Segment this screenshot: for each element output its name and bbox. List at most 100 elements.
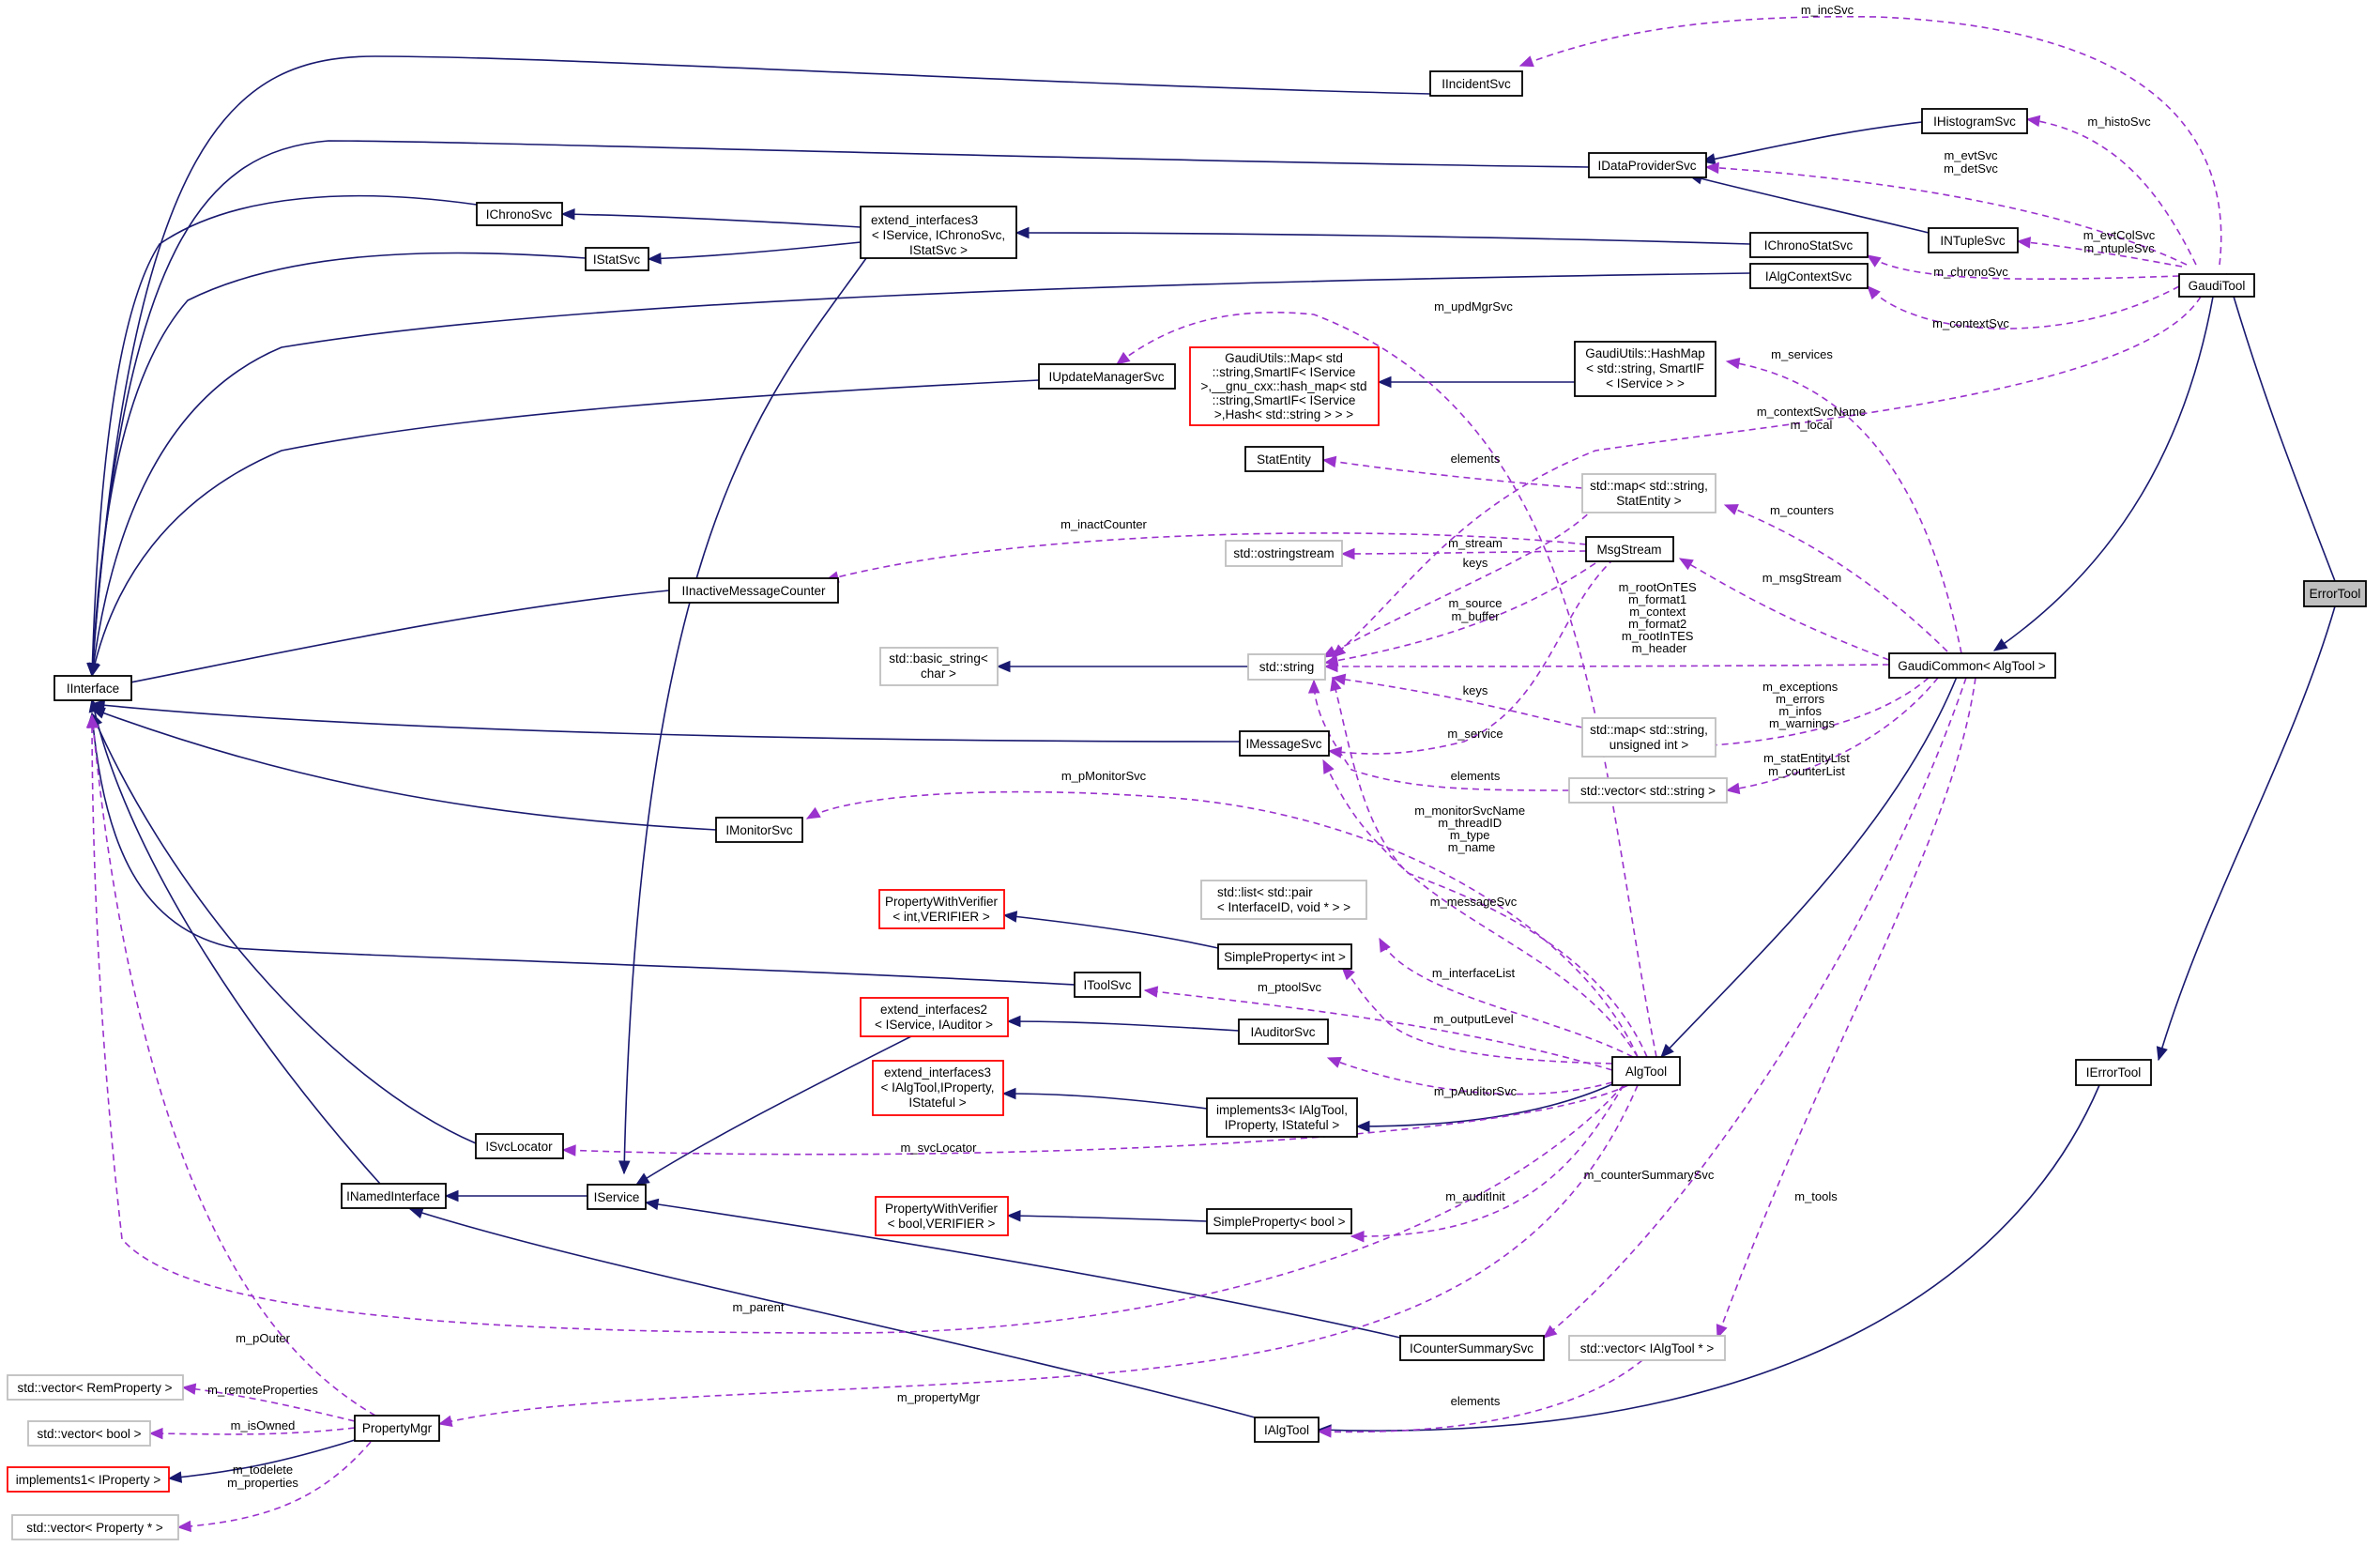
svg-text:extend_interfaces3: extend_interfaces3 <box>871 213 978 227</box>
node-list-pair[interactable]: std::list< std::pair< InterfaceID, void … <box>1200 880 1367 920</box>
node-algtool[interactable]: AlgTool <box>1611 1056 1681 1086</box>
svg-text:IStatSvc >: IStatSvc > <box>909 243 968 257</box>
node-msgstream[interactable]: MsgStream <box>1585 536 1674 562</box>
node-map-uint[interactable]: std::map< std::string,unsigned int > <box>1581 717 1716 758</box>
node-imonitorsvc[interactable]: IMonitorSvc <box>715 817 803 843</box>
node-impl1[interactable]: implements1< IProperty > <box>7 1466 170 1493</box>
node-istatsvc[interactable]: IStatSvc <box>585 247 649 271</box>
edge-m-svclocator <box>561 1084 1629 1156</box>
node-icountersummarysvc[interactable]: ICounterSummarySvc <box>1399 1335 1545 1361</box>
node-stdstring[interactable]: std::string <box>1247 653 1326 681</box>
node-vec-property[interactable]: std::vector< Property * > <box>11 1514 179 1540</box>
label-m-remoteproperties: m_remoteProperties <box>207 1383 318 1397</box>
node-pwv-int[interactable]: PropertyWithVerifier< int,VERIFIER > <box>878 889 1005 929</box>
node-iauditorsvc[interactable]: IAuditorSvc <box>1238 1019 1329 1045</box>
edge-m-parent <box>85 713 1625 1334</box>
edge-errortool-gauditool <box>2224 272 2336 582</box>
svg-text:IInterface: IInterface <box>67 682 119 696</box>
node-basic-string[interactable]: std::basic_string<char > <box>879 647 999 686</box>
label-keys-uint: keys <box>1463 683 1488 697</box>
svg-text:std::list< std::pair: std::list< std::pair <box>1217 885 1313 899</box>
edge-m-isowned <box>148 1427 356 1440</box>
node-gu-map[interactable]: GaudiUtils::Map< std::string,SmartIF< IS… <box>1189 346 1380 426</box>
node-propertymgr[interactable]: PropertyMgr <box>354 1415 440 1442</box>
node-pwv-bool[interactable]: PropertyWithVerifier< bool,VERIFIER > <box>875 1196 1009 1236</box>
node-ierrortool[interactable]: IErrorTool <box>2075 1059 2152 1086</box>
svg-text:std::basic_string<: std::basic_string< <box>889 651 988 666</box>
node-ialgtool[interactable]: IAlgTool <box>1254 1417 1320 1443</box>
node-ostringstream[interactable]: std::ostringstream <box>1225 540 1343 567</box>
node-map-statentity[interactable]: std::map< std::string,StatEntity > <box>1581 473 1716 513</box>
edge-errortool-ierrortool <box>2156 605 2336 1062</box>
edge-gaudicommon-algtool <box>1660 676 1958 1058</box>
node-idataprovidersvc[interactable]: IDataProviderSvc <box>1588 152 1707 178</box>
svg-text:ICounterSummarySvc: ICounterSummarySvc <box>1410 1341 1533 1356</box>
node-itoolsvc[interactable]: IToolSvc <box>1074 972 1141 998</box>
node-ichronosvc[interactable]: IChronoSvc <box>476 202 563 226</box>
edge-intuplesvc-idataprovidersvc <box>1687 173 1930 234</box>
node-vec-remprop[interactable]: std::vector< RemProperty > <box>7 1374 184 1401</box>
node-iinactivemsgcounter[interactable]: IInactiveMessageCounter <box>668 577 839 604</box>
node-errortool[interactable]: ErrorTool <box>2303 580 2367 607</box>
node-vector-ialgtool[interactable]: std::vector< IAlgTool * > <box>1568 1335 1726 1361</box>
node-sp-int[interactable]: SimpleProperty< int > <box>1217 943 1352 970</box>
node-iinterface[interactable]: IInterface <box>53 675 132 701</box>
edge-m-services <box>1725 357 1962 654</box>
svg-text:IProperty, IStateful >: IProperty, IStateful > <box>1225 1118 1340 1132</box>
node-extend2[interactable]: extend_interfaces2< IService, IAuditor > <box>860 997 1009 1037</box>
label-gc-strings: m_rootOnTES m_format1 m_context m_format… <box>1619 580 1701 655</box>
label-m-inactcounter: m_inactCounter <box>1060 517 1147 531</box>
svg-text:char >: char > <box>921 666 956 681</box>
edge-m-remoteproperties <box>181 1383 356 1422</box>
node-impl3[interactable]: implements3< IAlgTool,IProperty, IStatef… <box>1206 1097 1358 1138</box>
edge-ialgcontextsvc-iinterface <box>87 272 1751 678</box>
node-imessagesvc[interactable]: IMessageSvc <box>1239 730 1330 757</box>
node-iupdatemanagersvc[interactable]: IUpdateManagerSvc <box>1038 363 1176 390</box>
svg-text:std::map< std::string,: std::map< std::string, <box>1590 723 1708 737</box>
label-m-msgstream: m_msgStream <box>1762 571 1842 585</box>
svg-text:PropertyMgr: PropertyMgr <box>362 1421 433 1435</box>
label-m-exceptions-group: m_exceptions m_errors m_infos m_warnings <box>1762 680 1841 730</box>
node-gu-hashmap[interactable]: GaudiUtils::HashMap< std::string, SmartI… <box>1574 341 1716 397</box>
node-inamedinterface[interactable]: INamedInterface <box>341 1183 447 1209</box>
node-sp-bool[interactable]: SimpleProperty< bool > <box>1206 1208 1352 1234</box>
label-m-counters: m_counters <box>1770 503 1834 517</box>
svg-text:< bool,VERIFIER >: < bool,VERIFIER > <box>888 1217 996 1231</box>
svg-text:IChronoSvc: IChronoSvc <box>486 207 553 222</box>
edge-extend3-istatsvc <box>647 241 862 265</box>
edge-gu-hashmap-gu-map <box>1377 375 1576 389</box>
node-vector-string[interactable]: std::vector< std::string > <box>1568 777 1728 804</box>
edge-iinactivemsgcounter-iinterface <box>90 590 670 694</box>
svg-text:< std::string, SmartIF: < std::string, SmartIF <box>1586 361 1704 375</box>
node-ihistogramsvc[interactable]: IHistogramSvc <box>1921 108 2028 134</box>
node-ichronostatsvc[interactable]: IChronoStatSvc <box>1749 232 1869 258</box>
edge-m-counters <box>1723 504 1948 652</box>
svg-text:unsigned int >: unsigned int > <box>1610 738 1689 752</box>
node-gaudicommon[interactable]: GaudiCommon< AlgTool > <box>1888 652 2056 679</box>
node-intuplesvc[interactable]: INTupleSvc <box>1928 227 2019 253</box>
node-ialgcontextsvc[interactable]: IAlgContextSvc <box>1749 263 1869 289</box>
node-statentity[interactable]: StatEntity <box>1244 446 1324 472</box>
node-extend3[interactable]: extend_interfaces3< IService, IChronoSvc… <box>860 206 1017 259</box>
svg-text:IAlgContextSvc: IAlgContextSvc <box>1765 269 1853 283</box>
node-ext3b[interactable]: extend_interfaces3< IAlgTool,IProperty,I… <box>872 1060 1004 1116</box>
node-iincidentsvc[interactable]: IIncidentSvc <box>1429 70 1523 97</box>
label-m-auditinit: m_auditInit <box>1445 1189 1505 1203</box>
label-m-histosvc: m_histoSvc <box>2087 115 2151 129</box>
node-iservice[interactable]: IService <box>587 1184 647 1210</box>
svg-text:std::string: std::string <box>1259 660 1315 674</box>
svg-text:StatEntity >: StatEntity > <box>1616 494 1682 508</box>
edge-ihistogramsvc-idataprovidersvc <box>1701 121 1923 165</box>
node-isvclocator[interactable]: ISvcLocator <box>475 1133 564 1159</box>
node-vec-bool[interactable]: std::vector< bool > <box>27 1420 151 1447</box>
svg-text:< InterfaceID, void * > >: < InterfaceID, void * > > <box>1217 900 1350 914</box>
label-elements-ialgtool: elements <box>1451 1394 1501 1408</box>
edge-m-stream <box>1340 547 1587 560</box>
label-m-outputlevel: m_outputLevel <box>1433 1012 1513 1026</box>
node-gauditool[interactable]: GaudiTool <box>2178 273 2255 298</box>
edge-m-todelete <box>176 1441 372 1533</box>
label-m-chronosvc: m_chronoSvc <box>1933 265 2008 279</box>
